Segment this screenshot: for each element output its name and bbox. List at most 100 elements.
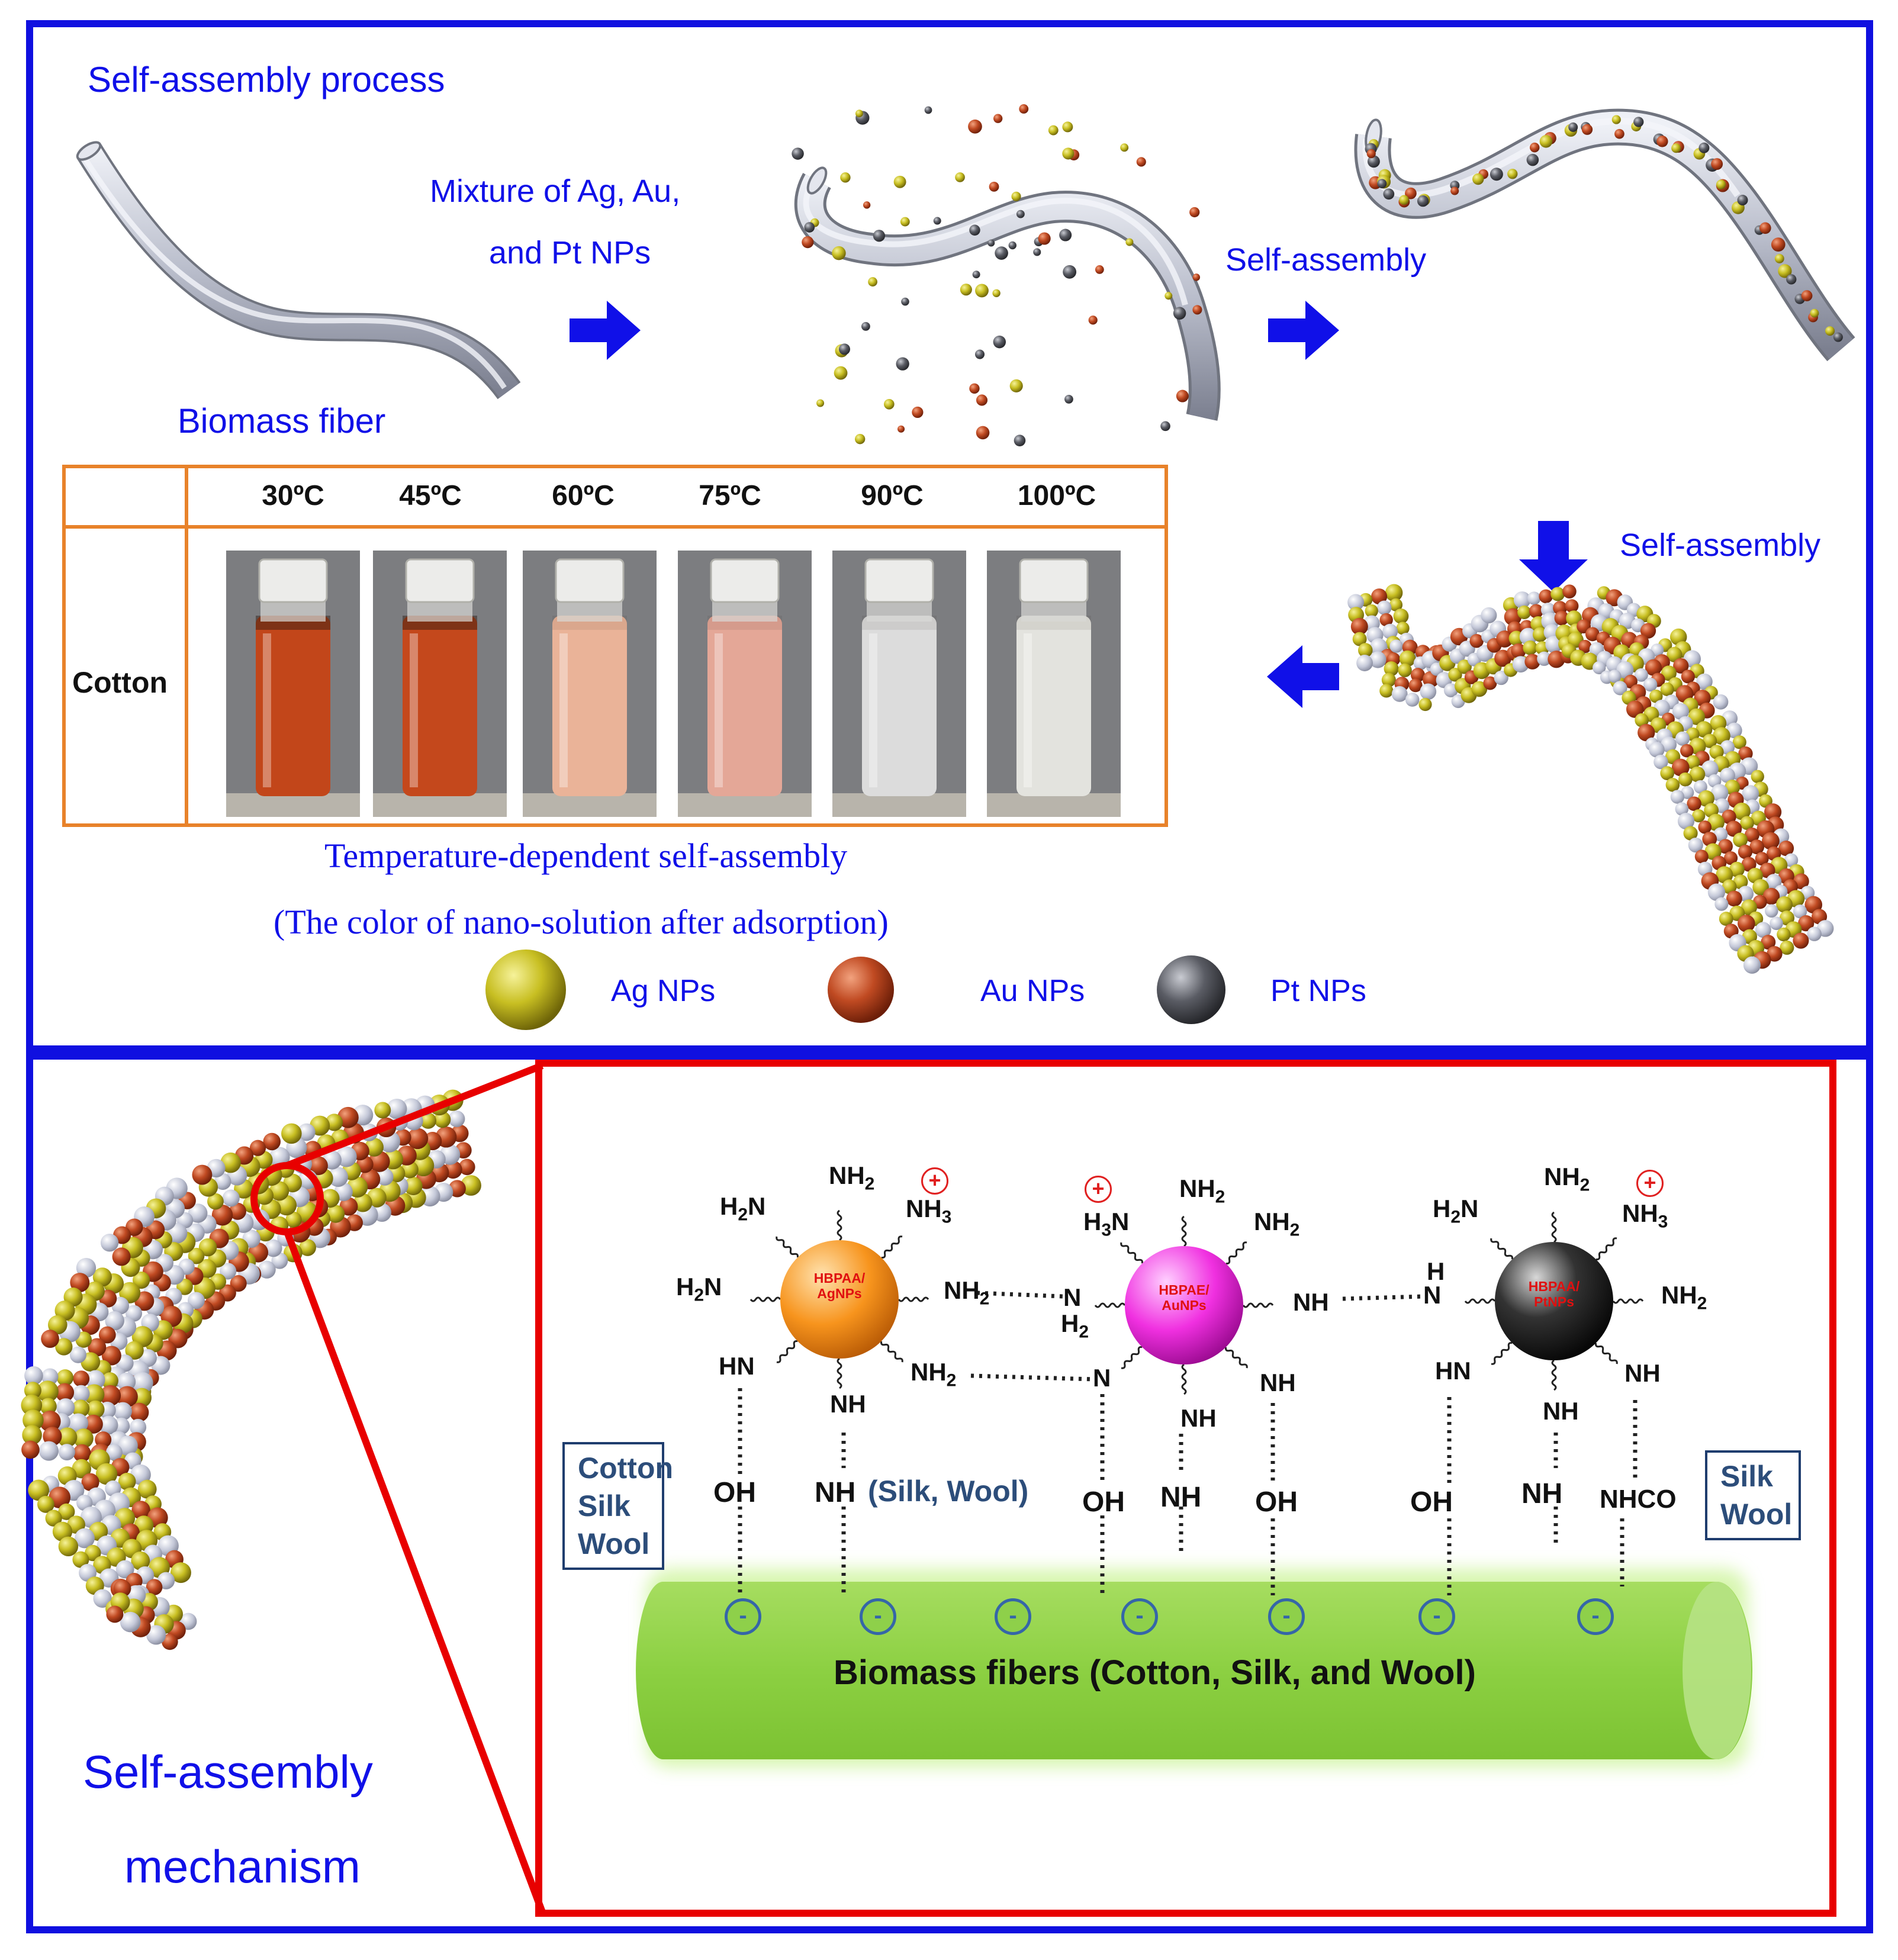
bottom-dense-bead-126 bbox=[211, 1204, 233, 1226]
top-dense-bead-295 bbox=[1766, 874, 1782, 890]
ligand-17 bbox=[1595, 1343, 1618, 1364]
top-dense-bead-313 bbox=[1738, 915, 1755, 932]
bottom-dense-bead-251 bbox=[114, 1402, 132, 1421]
dispersed-np-62 bbox=[1095, 265, 1104, 274]
np3-nh-lower-right: NH bbox=[1624, 1359, 1661, 1387]
surface-np-27 bbox=[1581, 124, 1593, 135]
top-dense-bead-11 bbox=[1350, 617, 1368, 635]
bottom-dense-bead-276 bbox=[73, 1444, 91, 1462]
ligand-7 bbox=[881, 1235, 903, 1259]
surface-np-8 bbox=[1383, 188, 1395, 200]
top-dense-bead-39 bbox=[1405, 693, 1420, 707]
box-left-cotton: Cotton bbox=[578, 1452, 674, 1485]
top-dense-bead-279 bbox=[1778, 841, 1794, 857]
bottom-dense-bead-221 bbox=[101, 1346, 121, 1366]
top-dense-bead-317 bbox=[1779, 910, 1795, 926]
ligand-2 bbox=[837, 1357, 842, 1389]
dispersed-np-61 bbox=[1011, 191, 1021, 201]
top-dense-bead-241 bbox=[1698, 790, 1714, 807]
dispersed-np-24 bbox=[976, 394, 988, 406]
dispersed-np-39 bbox=[969, 224, 980, 236]
top-dense-bead-271 bbox=[1694, 849, 1709, 864]
top-dense-bead-175 bbox=[1681, 670, 1695, 684]
bottom-dense-bead-212 bbox=[125, 1341, 144, 1360]
top-dense-bead-111 bbox=[1565, 599, 1579, 613]
dispersed-np-45 bbox=[968, 119, 982, 134]
np3-label-line1: HBPAA/ bbox=[1528, 1279, 1580, 1294]
ligand-13 bbox=[1120, 1242, 1143, 1264]
top-dense-bead-69 bbox=[1494, 670, 1508, 685]
dispersed-np-32 bbox=[1120, 143, 1129, 152]
top-dense-bead-276 bbox=[1723, 851, 1738, 865]
surface-nh-2: NH bbox=[1160, 1482, 1202, 1513]
bottom-dense-bead-313 bbox=[75, 1528, 95, 1549]
top-dense-bead-23 bbox=[1369, 651, 1386, 668]
top-dense-bead-229 bbox=[1665, 778, 1680, 792]
np2-n-left: N bbox=[1063, 1283, 1082, 1311]
hbpaa-pt-nanoparticle bbox=[1495, 1242, 1613, 1360]
top-dense-bead-86 bbox=[1513, 591, 1531, 609]
top-dense-bead-211 bbox=[1703, 733, 1717, 748]
surface-np-31 bbox=[1633, 117, 1644, 127]
surface-np-47 bbox=[1774, 253, 1784, 263]
surface-np-33 bbox=[1656, 136, 1668, 147]
bottom-dense-bead-231 bbox=[69, 1346, 86, 1363]
top-dense-bead-319 bbox=[1755, 922, 1771, 938]
bottom-dense-bead-244 bbox=[99, 1385, 121, 1407]
np3-nh-bottom: NH bbox=[1543, 1397, 1579, 1425]
bottom-dense-bead-0 bbox=[461, 1175, 481, 1196]
top-dense-bead-249 bbox=[1692, 809, 1706, 823]
top-dense-bead-3 bbox=[1347, 594, 1365, 611]
bottom-dense-bead-256 bbox=[40, 1398, 57, 1415]
surface-oh-3: OH bbox=[1255, 1486, 1298, 1518]
top-dense-bead-112 bbox=[1566, 610, 1582, 626]
ligand-19 bbox=[1491, 1342, 1513, 1365]
surface-oh-2: OH bbox=[1082, 1486, 1125, 1518]
dispersed-np-27 bbox=[1064, 394, 1073, 404]
top-dense-bead-245 bbox=[1742, 785, 1759, 802]
bottom-dense-bead-245 bbox=[83, 1384, 105, 1405]
bottom-dense-bead-26 bbox=[404, 1177, 423, 1196]
top-dense-bead-191 bbox=[1672, 703, 1690, 720]
top-dense-bead-274 bbox=[1749, 839, 1765, 855]
top-dense-bead-217 bbox=[1720, 740, 1735, 755]
surface-np-29 bbox=[1611, 115, 1621, 124]
top-dense-bead-291 bbox=[1722, 879, 1737, 894]
ligand-22 bbox=[1551, 1211, 1557, 1243]
top-dense-bead-290 bbox=[1733, 874, 1748, 890]
bottom-dense-bead-1 bbox=[459, 1158, 475, 1176]
top-dense-bead-284 bbox=[1716, 866, 1733, 884]
top-dense-bead-253 bbox=[1733, 802, 1751, 820]
surface-np-51 bbox=[1801, 290, 1813, 301]
bottom-dense-bead-119 bbox=[222, 1189, 240, 1207]
top-dense-bead-262 bbox=[1713, 827, 1728, 842]
np3-label: HBPAA/PtNPs bbox=[1515, 1279, 1593, 1309]
top-dense-bead-331 bbox=[1793, 932, 1809, 949]
temperature-4: 90ºC bbox=[861, 480, 924, 511]
top-dense-bead-93 bbox=[1529, 604, 1543, 619]
top-dense-bead-19 bbox=[1357, 643, 1373, 658]
dispersed-np-6 bbox=[832, 246, 846, 260]
bottom-dense-bead-246 bbox=[72, 1385, 90, 1402]
top-dense-bead-8 bbox=[1393, 608, 1409, 624]
bottom-dense-bead-149 bbox=[188, 1247, 205, 1264]
arrow-right-2 bbox=[1268, 301, 1339, 360]
hydrogen-bonds bbox=[970, 1290, 1424, 1382]
bottom-dense-bead-222 bbox=[88, 1338, 107, 1357]
top-dense-bead-220 bbox=[1685, 755, 1700, 770]
bottom-dense-bead-265 bbox=[22, 1409, 44, 1431]
np1-nh3: NH3 bbox=[906, 1195, 952, 1227]
top-dense-bead-258 bbox=[1764, 803, 1782, 821]
np2-h2: H2 bbox=[1061, 1309, 1089, 1342]
top-dense-bead-261 bbox=[1725, 820, 1742, 837]
dispersed-np-59 bbox=[955, 172, 965, 182]
temperature-2: 60ºC bbox=[552, 480, 615, 511]
surface-np-20 bbox=[1526, 153, 1539, 166]
ligand-11 bbox=[1121, 1346, 1143, 1369]
top-dense-bead-110 bbox=[1562, 584, 1577, 598]
top-dense-bead-44 bbox=[1418, 697, 1432, 712]
surface-np-43 bbox=[1737, 195, 1748, 206]
dispersed-np-47 bbox=[995, 246, 1008, 260]
dispersed-np-48 bbox=[804, 222, 815, 233]
